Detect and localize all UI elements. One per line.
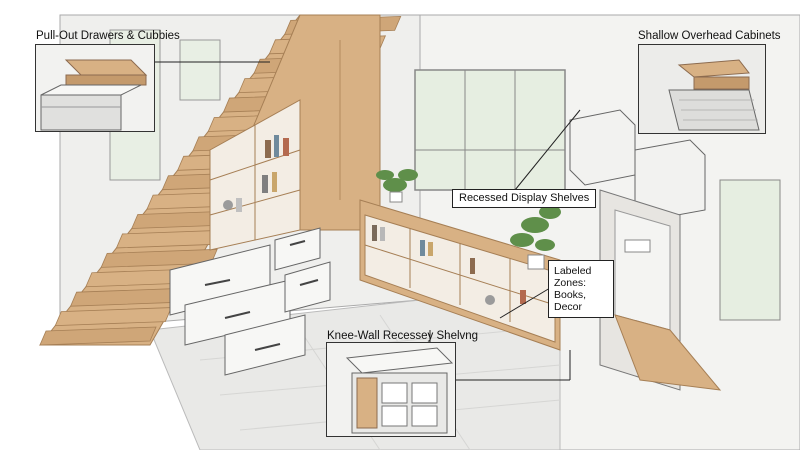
plant-right [510, 205, 561, 270]
callout-labeled-zones: Labeled Zones: Books, Decor [548, 260, 614, 318]
overhead-cabinets [569, 109, 706, 221]
callout-overhead-cabinets: Shallow Overhead Cabinets [638, 30, 781, 42]
pull-out-drawers [169, 227, 331, 376]
plant-left [376, 169, 418, 203]
doorway [599, 189, 722, 391]
cabinet-detail-inset [638, 44, 766, 134]
upper-window [179, 39, 221, 101]
center-window [414, 69, 566, 191]
callout-drawers: Pull-Out Drawers & Cubbies [36, 30, 180, 42]
drawer-detail-drawing [36, 45, 154, 131]
cubby-shelves [209, 99, 301, 251]
callout-kneewall-shelving: Knee-Wall Recessey Shelvng [327, 330, 479, 342]
stair-tread [39, 326, 157, 346]
kneewall-detail-inset [326, 342, 456, 437]
kneewall-detail-drawing [327, 343, 455, 436]
right-window [719, 179, 781, 321]
callout-display-shelves: Recessed Display Shelves [452, 189, 597, 208]
cabinet-detail-drawing [639, 45, 765, 133]
drawer-detail-inset [35, 44, 155, 132]
stair-tread [100, 248, 218, 268]
